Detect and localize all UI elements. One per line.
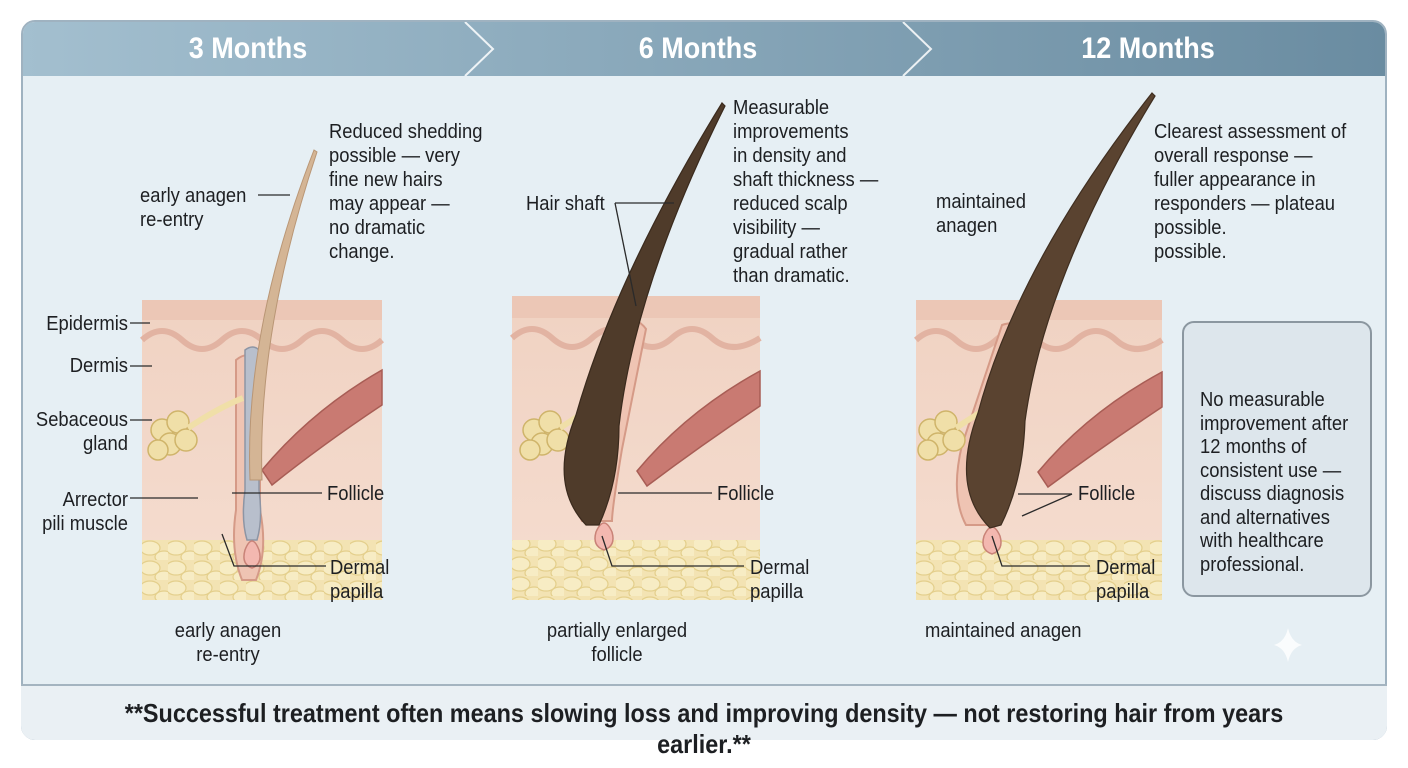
panel-1-caption: early anagen re-entry [174,620,282,666]
sebaceous-gland-6-months [519,410,570,461]
panel-1-description: Reduced shedding possible — very fine ne… [329,121,483,263]
stage-label-3-months: 3 Months [188,32,308,65]
dermal-papilla-3-months [243,540,261,569]
panel-3-caption: maintained anagen [925,620,1082,642]
footer-banner: **Successful treatment often means slowi… [21,684,1387,759]
skin-section-6-months [509,296,762,600]
stage-arrow-2 [902,22,933,76]
sebaceous-gland-label: Sebaceous gland [35,409,129,455]
dermis-label: Dermis [69,355,128,377]
timeline-header [23,22,1385,76]
warning-text: No measurable improvement after 12 month… [1200,389,1349,576]
panel-2-caption: partially enlarged follicle [546,620,688,666]
panel-3-phase-label: maintained anagen [936,191,1027,237]
arrector-muscle-6-months [636,369,761,488]
stage-label-6-months: 6 Months [638,32,758,65]
dermal-papilla-6-months [594,522,614,551]
leader-lines [130,194,1090,567]
hair-shaft-6-months [563,102,726,526]
arrector-muscle-3-months [261,368,383,487]
panel-2-papilla-label: Dermal papilla [750,557,810,603]
panel-2-follicle-label: Follicle [717,483,775,505]
epidermis-label: Epidermis [46,313,128,335]
hair-shaft-label: Hair shaft [526,193,605,215]
stage-arrow-1 [464,22,495,76]
arrector-muscle-12-months [1037,370,1163,489]
arrector-pili-label: Arrector pili muscle [42,489,128,535]
panel-1-papilla-label: Dermal papilla [330,557,390,603]
sebaceous-gland-12-months [917,410,966,461]
panel-3-papilla-label: Dermal papilla [1096,557,1156,603]
panel-1-follicle-label: Follicle [327,483,385,505]
warning-callout: No measurable improvement after 12 month… [1182,321,1372,597]
sparkle-icon [1274,628,1302,662]
hair-shaft-3-months [249,149,318,481]
footer-text: **Successful treatment often means slowi… [124,698,1284,759]
panel-3-follicle-label: Follicle [1078,483,1136,505]
hair-shaft-12-months [965,92,1156,529]
panel-1-phase-label: early anagen re-entry [140,185,247,231]
panel-3-description: Clearest assessment of overall response … [1154,121,1347,263]
stage-label-12-months: 12 Months [1081,32,1215,65]
panel-2-description: Measurable improvements in density and s… [733,97,879,287]
sebaceous-gland-3-months [147,410,198,461]
